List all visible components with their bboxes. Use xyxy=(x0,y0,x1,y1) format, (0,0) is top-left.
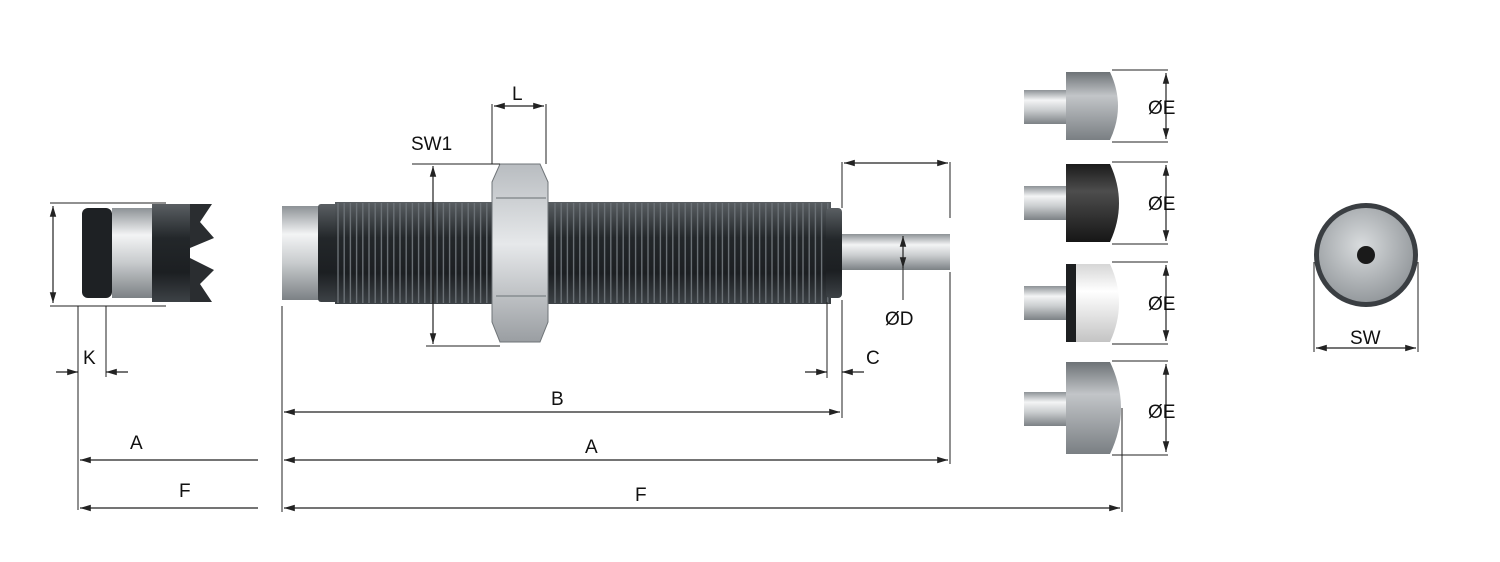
rear-cap xyxy=(282,206,320,300)
label-e-1: ØE xyxy=(1148,98,1175,119)
label-a-main: A xyxy=(585,437,598,458)
label-a-left: A xyxy=(130,433,143,454)
label-b: B xyxy=(551,389,564,410)
end-knob xyxy=(82,208,112,298)
main-shock-absorber xyxy=(282,163,950,343)
cap-grey-large xyxy=(1024,360,1170,456)
label-e-3: ØE xyxy=(1148,294,1175,315)
cap-black xyxy=(1024,161,1170,245)
label-e-4: ØE xyxy=(1148,402,1175,423)
piston-rod xyxy=(842,234,950,270)
label-d: ØD xyxy=(885,309,914,330)
threaded-body xyxy=(335,202,831,304)
label-l: L xyxy=(512,84,523,105)
label-e-2: ØE xyxy=(1148,194,1175,215)
label-f-main: F xyxy=(635,485,647,506)
label-k: K xyxy=(83,348,96,369)
thread-lines xyxy=(337,203,829,303)
hex-nut xyxy=(491,163,549,343)
center-bore xyxy=(1357,246,1375,264)
side-view-end-stop xyxy=(49,202,258,512)
main-dimensions xyxy=(281,102,1123,512)
label-f-left: F xyxy=(179,481,191,502)
label-c: C xyxy=(866,348,880,369)
end-thread xyxy=(152,204,190,302)
label-sw1: SW1 xyxy=(411,134,452,155)
front-view-face xyxy=(1313,203,1419,352)
cap-steel xyxy=(1024,69,1170,143)
end-collar xyxy=(112,208,152,298)
label-sw: SW xyxy=(1350,328,1381,349)
cap-white xyxy=(1024,261,1170,345)
